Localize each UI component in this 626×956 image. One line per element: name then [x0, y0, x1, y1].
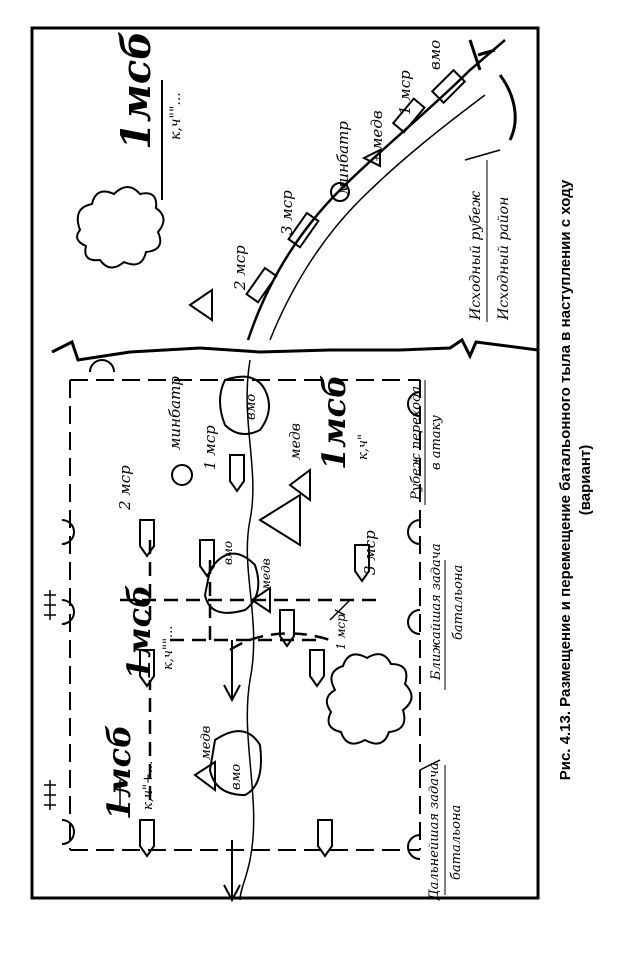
- diagram-frame: [30, 26, 540, 900]
- unit-label-lower-right: 1мсб: [315, 375, 353, 470]
- unit-sub-lower-right: к,ч": [356, 434, 371, 460]
- forest-lower: [325, 653, 413, 745]
- break-line: [51, 337, 539, 362]
- position-ticks: [44, 590, 441, 810]
- lower-section: 1мсб к,ч""... 1мсб к,ч"+... 1мсб к,ч" 2 …: [44, 359, 466, 903]
- label-minbatr-upper: минбатр: [334, 121, 352, 195]
- label-dalnej-2: батальона: [449, 805, 464, 880]
- label-2msr: 2 мср: [231, 245, 249, 291]
- label-2msr-lower: 2 мср: [116, 465, 134, 511]
- caption-line1: Рис. 4.13. Размещение и перемещение бата…: [557, 179, 574, 780]
- forest-upper: [76, 186, 165, 269]
- label-medv-lower-2: медв: [259, 558, 273, 590]
- label-rubezh-perehoda-2: в атаку: [429, 415, 444, 470]
- vehicle-3msr: [287, 211, 320, 249]
- caption: Рис. 4.13. Размещение и перемещение бата…: [557, 179, 594, 780]
- road-upper-edge: [269, 94, 486, 341]
- label-3msr-lower: 3 мср: [361, 530, 379, 575]
- label-1msr-lower-2: 1 мср: [334, 614, 348, 650]
- vmo-vehicle-upper: [430, 68, 467, 105]
- label-medv-lower-3: медв: [199, 726, 214, 760]
- medv-triangle-upper-left: [188, 288, 213, 322]
- label-medv-upper: медв: [368, 110, 386, 150]
- label-dalnej-1: Дальнейшая задача: [427, 762, 442, 901]
- minbatr-symbol-lower: [171, 464, 193, 486]
- medv-lower-1: [193, 468, 311, 792]
- stream-lower: [239, 359, 255, 901]
- label-blizh-2: батальона: [451, 565, 466, 640]
- zone-boundary: [69, 379, 421, 851]
- label-blizh-1: Ближайшая задача: [429, 543, 444, 681]
- label-medv-lower-1: медв: [288, 423, 304, 460]
- caption-line2: (вариант): [577, 445, 594, 516]
- vmo-blob-2: [203, 552, 260, 614]
- unit-label-lower-bottom: 1мсб: [100, 725, 138, 820]
- label-isx-rubezh: Исходный рубеж: [468, 191, 484, 321]
- label-vmo-lower-1: вмо: [244, 394, 259, 420]
- vmo-blob-1: [219, 375, 270, 435]
- arrow-down: [223, 840, 241, 903]
- label-vmo-lower-2: вмо: [221, 541, 235, 565]
- vehicle-1msr-upper: [391, 97, 426, 134]
- movement-routes: [120, 540, 380, 800]
- arrow-down-2: [223, 640, 241, 703]
- label-1msr-upper: 1 мср: [396, 70, 414, 115]
- minbatr-symbol-upper: [330, 182, 350, 202]
- label-rubezh-perehoda-1: Рубеж перехода: [409, 386, 424, 501]
- unit-label-upper: 1мсб: [113, 31, 160, 150]
- label-vmo-lower-3: вмо: [229, 764, 244, 790]
- label-minbatr-lower: минбатр: [166, 376, 184, 450]
- label-1msr-lower: 1 мср: [201, 425, 219, 470]
- upper-section: 1мсб к,ч""... 2 мср 3 мср минбатр + медв: [76, 31, 517, 341]
- boundary-bumps: [61, 359, 421, 860]
- svg-text:+: +: [374, 154, 380, 165]
- unit-sub-lower-left: к,ч""...: [161, 626, 176, 670]
- label-isx-rayon: Исходный район: [496, 197, 512, 321]
- road-upper: [246, 39, 506, 341]
- label-vmo-upper: вмо: [426, 40, 444, 70]
- unit-sub-upper: к,ч""...: [168, 92, 184, 140]
- vehicle-2msr: [245, 266, 278, 304]
- label-3msr: 3 мср: [278, 190, 296, 235]
- vmo-blob-3: [208, 730, 262, 797]
- unit-sub-lower-bottom: к,ч"+...: [141, 761, 156, 810]
- medv-upper: +: [361, 148, 381, 168]
